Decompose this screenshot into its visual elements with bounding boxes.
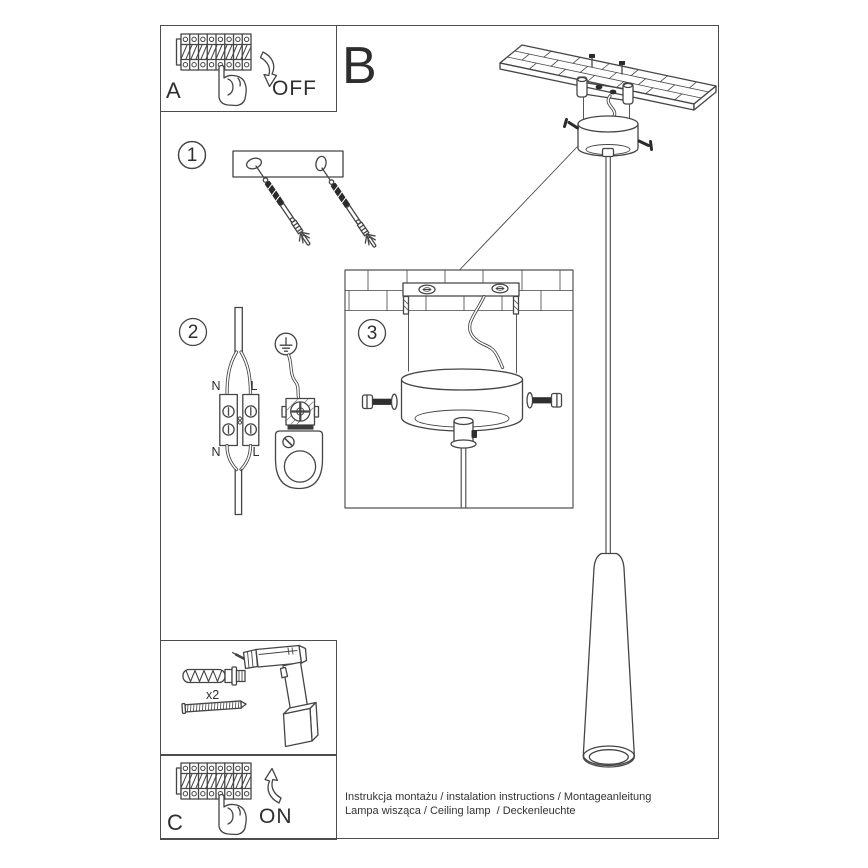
pointing-hand-c-icon [218, 793, 247, 836]
terminal-label-l-bottom: L [252, 445, 260, 459]
wall-plug-icon [182, 666, 246, 686]
tools-box [160, 640, 337, 756]
mains-wire-3 [468, 294, 505, 370]
strain-relief [450, 416, 477, 449]
arrow-up-icon [264, 767, 282, 804]
step3-drawing [344, 269, 574, 509]
ground-wire [286, 353, 301, 400]
canopy-3 [400, 368, 524, 432]
step1-number: 1 [186, 145, 198, 166]
section-a-label: A [166, 78, 181, 103]
circuit-breaker-c-icon [175, 762, 252, 800]
mounting-bracket-b [576, 76, 634, 123]
cord-3 [460, 447, 467, 508]
drill-icon [231, 644, 319, 748]
power-cable-top [225, 306, 253, 397]
step2-drawing [178, 306, 324, 516]
section-c-label: C [167, 810, 183, 835]
earth-symbol-icon [274, 332, 298, 356]
terminal-label-n-top: N [211, 379, 221, 393]
pointing-hand-a-icon [218, 64, 247, 107]
ground-clamp [281, 397, 320, 430]
callout-leader-line [459, 146, 578, 270]
on-label: ON [259, 805, 293, 828]
pendant-cord [605, 155, 611, 555]
lamp-shade [582, 552, 635, 768]
side-screw-left [361, 393, 398, 411]
tools-drawing [181, 644, 319, 748]
screw-icon [181, 700, 247, 715]
anchor-quantity-label: x2 [206, 688, 220, 702]
footer-caption-line1: Instrukcja montażu / instalation instruc… [345, 791, 652, 803]
off-label: OFF [272, 77, 317, 100]
terminal-label-l-top: L [250, 379, 258, 393]
terminal-block [219, 393, 260, 447]
terminal-label-n-bottom: N [211, 445, 221, 459]
lamp-bracket-part [274, 430, 324, 490]
power-cable-bottom [225, 443, 253, 516]
step3-number: 3 [366, 323, 378, 344]
arrow-down-icon [259, 51, 278, 88]
footer-caption-line2: Lampa wisząca / Ceiling lamp / Deckenleu… [345, 805, 576, 817]
section-a-box [160, 25, 337, 112]
side-screw-right [526, 392, 563, 409]
step1-drawing [177, 140, 381, 251]
section-c-box [160, 754, 337, 840]
circuit-breaker-a-icon [175, 33, 252, 71]
page-frame [160, 25, 719, 839]
step2-number: 2 [187, 322, 199, 343]
canopy-b [563, 115, 653, 158]
mounting-bracket-3 [402, 282, 520, 374]
section-b-drawing [459, 44, 717, 768]
section-b-label: B [342, 37, 377, 95]
